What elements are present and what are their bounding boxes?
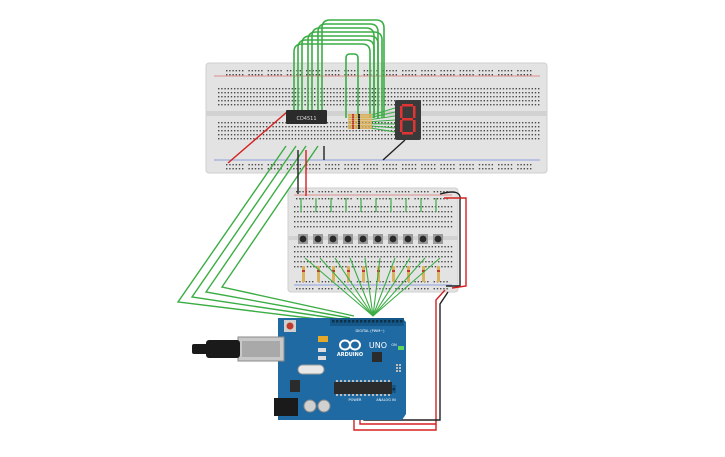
analog-label: ANALOG IN	[376, 398, 396, 402]
resistor	[392, 266, 395, 282]
power-led-icon	[398, 346, 404, 350]
model-label: UNO	[369, 341, 387, 350]
main-breadboard[interactable]	[206, 63, 547, 173]
digital-label: DIGITAL (PWM~)	[355, 329, 385, 333]
power-jack	[274, 398, 298, 416]
resistor	[362, 266, 365, 282]
usb-connector	[238, 337, 284, 361]
capacitor-icon	[304, 400, 316, 412]
usb-cable	[192, 340, 240, 358]
brand-label: ARDUINO	[337, 352, 363, 358]
smd-component	[318, 356, 326, 360]
voltage-regulator	[290, 380, 300, 392]
resistor	[407, 266, 410, 282]
usb-chip	[372, 352, 382, 362]
resistor	[302, 266, 305, 282]
capacitor-icon	[318, 400, 330, 412]
ic-label: CD4511	[296, 116, 316, 122]
on-label: ON	[391, 343, 397, 347]
reset-icon	[287, 323, 294, 330]
power-label: POWER	[349, 398, 363, 402]
led-icon	[318, 336, 328, 342]
crystal-oscillator	[298, 365, 324, 374]
microcontroller-chip	[334, 382, 392, 394]
resistor	[422, 266, 425, 282]
arduino-uno-board[interactable]: ARDUINO UNO DIGITAL (PWM~) POWER ANALOG …	[192, 318, 406, 420]
decoder-ic[interactable]: CD4511	[286, 110, 327, 124]
seven-segment-display[interactable]	[395, 100, 421, 140]
smd-component	[318, 348, 326, 352]
resistor	[437, 266, 440, 282]
